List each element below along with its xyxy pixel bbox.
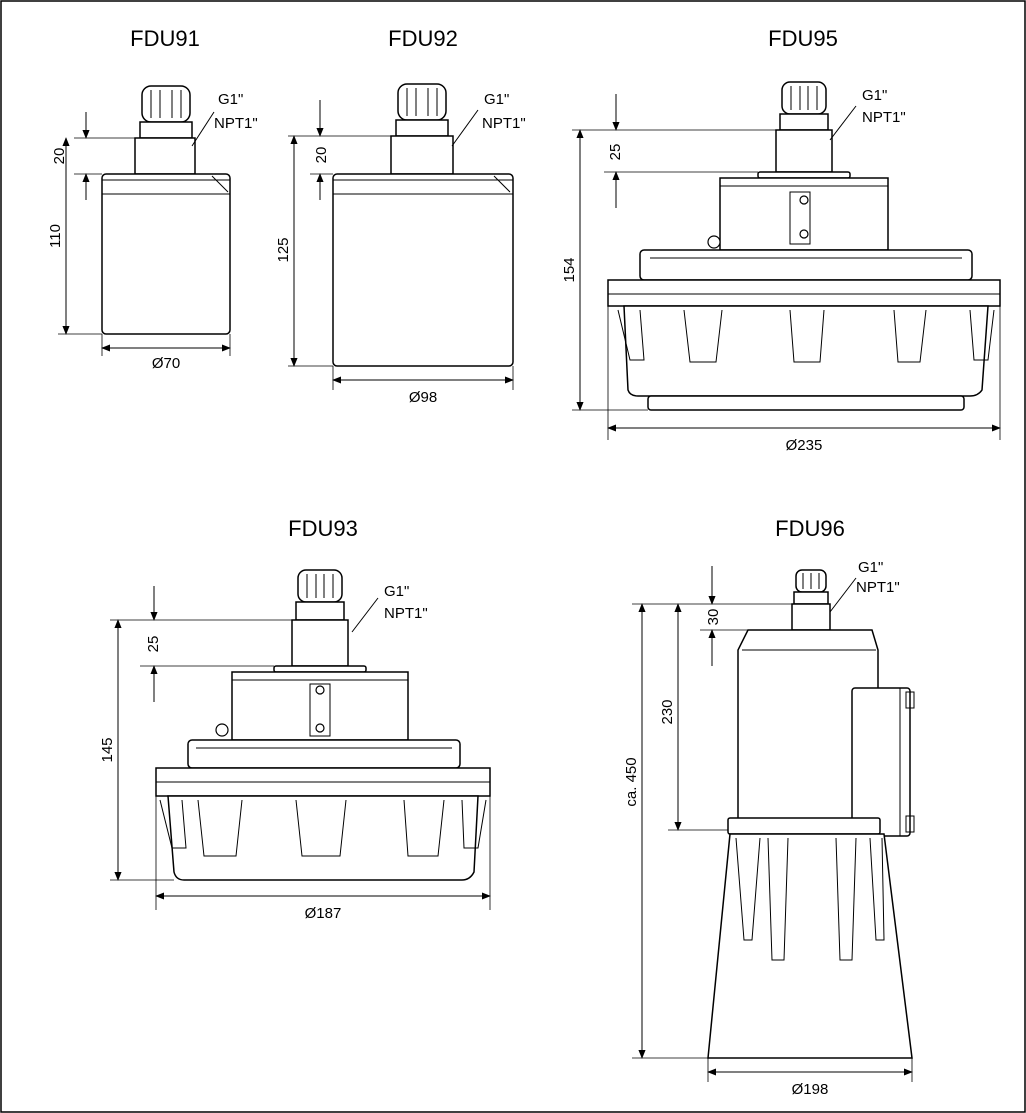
- fdu95-transducer-face: [647, 395, 965, 411]
- fdu96-title: FDU96: [775, 516, 845, 541]
- fdu95-gland-cap: [781, 81, 827, 115]
- fdu96-thread-neck: [791, 603, 831, 631]
- fdu95-dimensions: 25 154 Ø235 G1" NPT1": [561, 87, 1001, 454]
- fdu92-total-height-label: 125: [275, 237, 292, 262]
- fdu93-title: FDU93: [288, 516, 358, 541]
- fdu92-thread-height-label: 20: [313, 147, 330, 164]
- fdu96-total-height-label: ca. 450: [623, 757, 640, 806]
- fdu96-body-height-label: 230: [659, 699, 676, 724]
- fdu96-group: FDU96: [623, 516, 915, 1098]
- fdu92-diameter-label: Ø98: [409, 389, 437, 406]
- fdu91-thread-neck: [134, 137, 196, 175]
- fdu93-thread-neck: [291, 619, 349, 667]
- fdu93-thread-g-label: G1": [384, 583, 409, 600]
- fdu93-sensor-outline: [155, 569, 491, 881]
- fdu96-gland-nut: [793, 591, 829, 605]
- fdu95-gland-nut: [779, 113, 829, 131]
- fdu95-upper-flange: [639, 249, 973, 281]
- fdu93-gland-cap: [297, 569, 343, 603]
- fdu93-upper-flange: [187, 739, 461, 769]
- fdu92-gland-cap: [397, 83, 447, 121]
- fdu95-horn-body: [623, 305, 989, 397]
- fdu93-horn-body: [167, 795, 479, 881]
- fdu96-terminal-box: [851, 687, 911, 837]
- fdu95-thread-height-label: 25: [607, 144, 624, 161]
- fdu93-diameter-label: Ø187: [305, 905, 342, 922]
- fdu95-sensor-outline: [607, 81, 1001, 411]
- fdu91-gland-nut: [139, 121, 193, 139]
- fdu93-dimensions: 25 145 Ø187 G1" NPT1": [99, 583, 491, 922]
- fdu91-thread-height-label: 20: [51, 148, 68, 165]
- fdu92-dimensions: 20 125 Ø98 G1" NPT1": [275, 91, 526, 406]
- fdu96-thread-npt-label: NPT1": [856, 579, 900, 596]
- fdu93-gland-nut: [295, 601, 345, 621]
- fdu93-group: FDU93: [99, 516, 491, 922]
- fdu92-gland-nut: [395, 119, 449, 137]
- fdu95-mounting-ring: [607, 279, 1001, 307]
- fdu95-thread-npt-label: NPT1": [862, 109, 906, 126]
- fdu92-thread-neck: [390, 135, 454, 175]
- fdu91-dimensions: 20 110 Ø70 G1" NPT1": [47, 91, 258, 372]
- fdu92-sensor-outline: [332, 83, 514, 367]
- fdu95-thread-g-label: G1": [862, 87, 887, 104]
- fdu91-housing: [101, 173, 231, 335]
- fdu96-thread-g-label: G1": [858, 559, 883, 576]
- fdu95-diameter-label: Ø235: [786, 437, 823, 454]
- fdu91-thread-npt-label: NPT1": [214, 115, 258, 132]
- fdu95-title: FDU95: [768, 26, 838, 51]
- fdu91-total-height-label: 110: [47, 224, 64, 248]
- fdu91-gland-cap: [141, 85, 191, 123]
- fdu92-housing: [332, 173, 514, 367]
- fdu91-group: FDU91 20: [47, 26, 258, 372]
- fdu91-thread-g-label: G1": [218, 91, 243, 108]
- fdu95-total-height-label: 154: [561, 257, 578, 282]
- fdu92-title: FDU92: [388, 26, 458, 51]
- fdu96-sensor-outline: [707, 569, 915, 1059]
- fdu92-thread-npt-label: NPT1": [482, 115, 526, 132]
- fdu91-diameter-label: Ø70: [152, 355, 180, 372]
- fdu96-diameter-label: Ø198: [792, 1081, 829, 1098]
- fdu95-group: FDU95: [561, 26, 1001, 454]
- fdu95-thread-neck: [775, 129, 833, 173]
- fdu92-group: FDU92 20 125 Ø98: [275, 26, 526, 406]
- fdu91-title: FDU91: [130, 26, 200, 51]
- fdu91-sensor-outline: [101, 85, 231, 335]
- fdu96-flange: [727, 817, 881, 835]
- fdu92-thread-g-label: G1": [484, 91, 509, 108]
- fdu96-dimensions: 30 230 ca. 450 Ø198 G1" NPT1": [623, 559, 913, 1098]
- fdu96-thread-height-label: 30: [705, 609, 722, 626]
- fdu93-total-height-label: 145: [99, 737, 116, 762]
- fdu95-electronics-housing: [719, 177, 889, 251]
- fdu93-thread-npt-label: NPT1": [384, 605, 428, 622]
- fdu93-thread-height-label: 25: [145, 636, 162, 653]
